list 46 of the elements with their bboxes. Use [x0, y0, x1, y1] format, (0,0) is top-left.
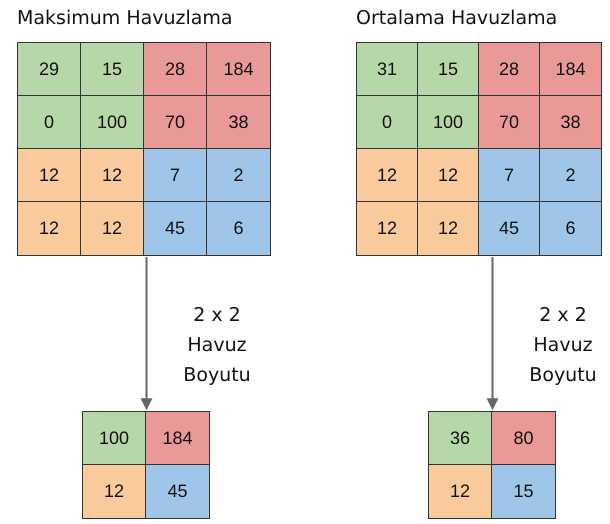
grid-cell: 12	[18, 149, 81, 202]
arrow	[140, 257, 152, 410]
grid-cell: 12	[18, 202, 81, 255]
grid-cell: 2	[207, 149, 270, 202]
arrow	[486, 257, 498, 410]
grid-cell: 100	[418, 96, 479, 149]
grid-cell: 184	[146, 412, 209, 465]
grid-cell: 184	[207, 43, 270, 96]
edge-label: 2 x 2 Havuz Boyutu	[528, 303, 598, 388]
grid-cell: 38	[207, 96, 270, 149]
grid-cell: 6	[540, 202, 601, 255]
grid-title: Maksimum Havuzlama	[17, 6, 233, 31]
grid-title: Ortalama Havuzlama	[356, 6, 558, 31]
grid-cell: 100	[81, 96, 144, 149]
grid-cell: 12	[81, 202, 144, 255]
grid-cell: 45	[146, 465, 209, 518]
grid-cell: 6	[207, 202, 270, 255]
grid-cell: 45	[144, 202, 207, 255]
grid-cell: 7	[479, 149, 540, 202]
grid-cell: 100	[83, 412, 146, 465]
grid-cell: 70	[144, 96, 207, 149]
grid-cell: 70	[479, 96, 540, 149]
grid-cell: 28	[144, 43, 207, 96]
grid-cell: 80	[492, 412, 555, 465]
grid-cell: 29	[18, 43, 81, 96]
grid-cell: 12	[357, 149, 418, 202]
grid-cell: 15	[81, 43, 144, 96]
edge-label: 2 x 2 Havuz Boyutu	[182, 303, 252, 388]
grid-cell: 12	[429, 465, 492, 518]
grid-cell: 0	[18, 96, 81, 149]
grid-cell: 12	[418, 149, 479, 202]
grid-cell: 12	[357, 202, 418, 255]
grid-cell: 28	[479, 43, 540, 96]
grid-cell: 12	[83, 465, 146, 518]
grid-cell: 36	[429, 412, 492, 465]
grid-cell: 7	[144, 149, 207, 202]
grid-cell: 31	[357, 43, 418, 96]
grid-cell: 45	[479, 202, 540, 255]
grid-cell: 15	[418, 43, 479, 96]
grid-cell: 38	[540, 96, 601, 149]
grid-cell: 15	[492, 465, 555, 518]
grid-cell: 184	[540, 43, 601, 96]
grid-cell: 12	[418, 202, 479, 255]
grid-cell: 2	[540, 149, 601, 202]
grid-cell: 12	[81, 149, 144, 202]
grid-cell: 0	[357, 96, 418, 149]
